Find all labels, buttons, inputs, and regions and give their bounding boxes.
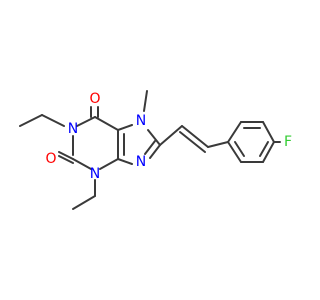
ring-bond-3 — [262, 141, 275, 163]
bond-c8-n9-a — [149, 144, 161, 159]
molecule-canvas: O O N N N N F — [19, 90, 292, 210]
bond-c5-n7 — [117, 124, 133, 131]
bond-c2-o-b — [58, 155, 74, 164]
bond-n7-ch3 — [143, 90, 148, 112]
bond-vinyl-a — [181, 125, 209, 148]
atom-labels: O O N N N N F — [45, 91, 292, 182]
bond-c2-o-a — [58, 151, 74, 160]
ring-inner-2 — [259, 141, 269, 157]
ring-bond-1 — [227, 141, 242, 163]
atom-n9: N — [136, 154, 146, 170]
bond-c8-n9-b — [144, 140, 156, 155]
bond-ethyl3 — [72, 195, 96, 210]
atom-n7: N — [136, 113, 146, 129]
atom-o-left: O — [45, 151, 56, 167]
bond-c8-vinyl — [159, 125, 183, 146]
bond-n7-c8 — [147, 129, 161, 146]
ring-inner-1 — [234, 141, 245, 157]
bond-vinyl-phenyl — [207, 141, 229, 148]
bond-n3-c4 — [99, 158, 119, 170]
bond-n1-ch2 — [41, 114, 65, 127]
bond-c2-n3 — [72, 158, 92, 170]
bond-n9-c4 — [117, 158, 133, 165]
ring-bond-6 — [227, 121, 242, 143]
atom-n1: N — [68, 121, 78, 137]
ring-bond-4 — [262, 121, 275, 143]
atom-fluorine: F — [284, 134, 292, 150]
atom-o-top: O — [89, 91, 100, 107]
bond-ethyl1 — [19, 114, 43, 127]
atom-n3: N — [90, 166, 100, 182]
bond-vinyl-b — [179, 131, 206, 153]
bond-c6-n1 — [76, 116, 96, 127]
bonds — [19, 90, 281, 210]
molecule-structure: O O N N N N F — [19, 90, 292, 210]
bond-c6-c5 — [94, 116, 119, 131]
